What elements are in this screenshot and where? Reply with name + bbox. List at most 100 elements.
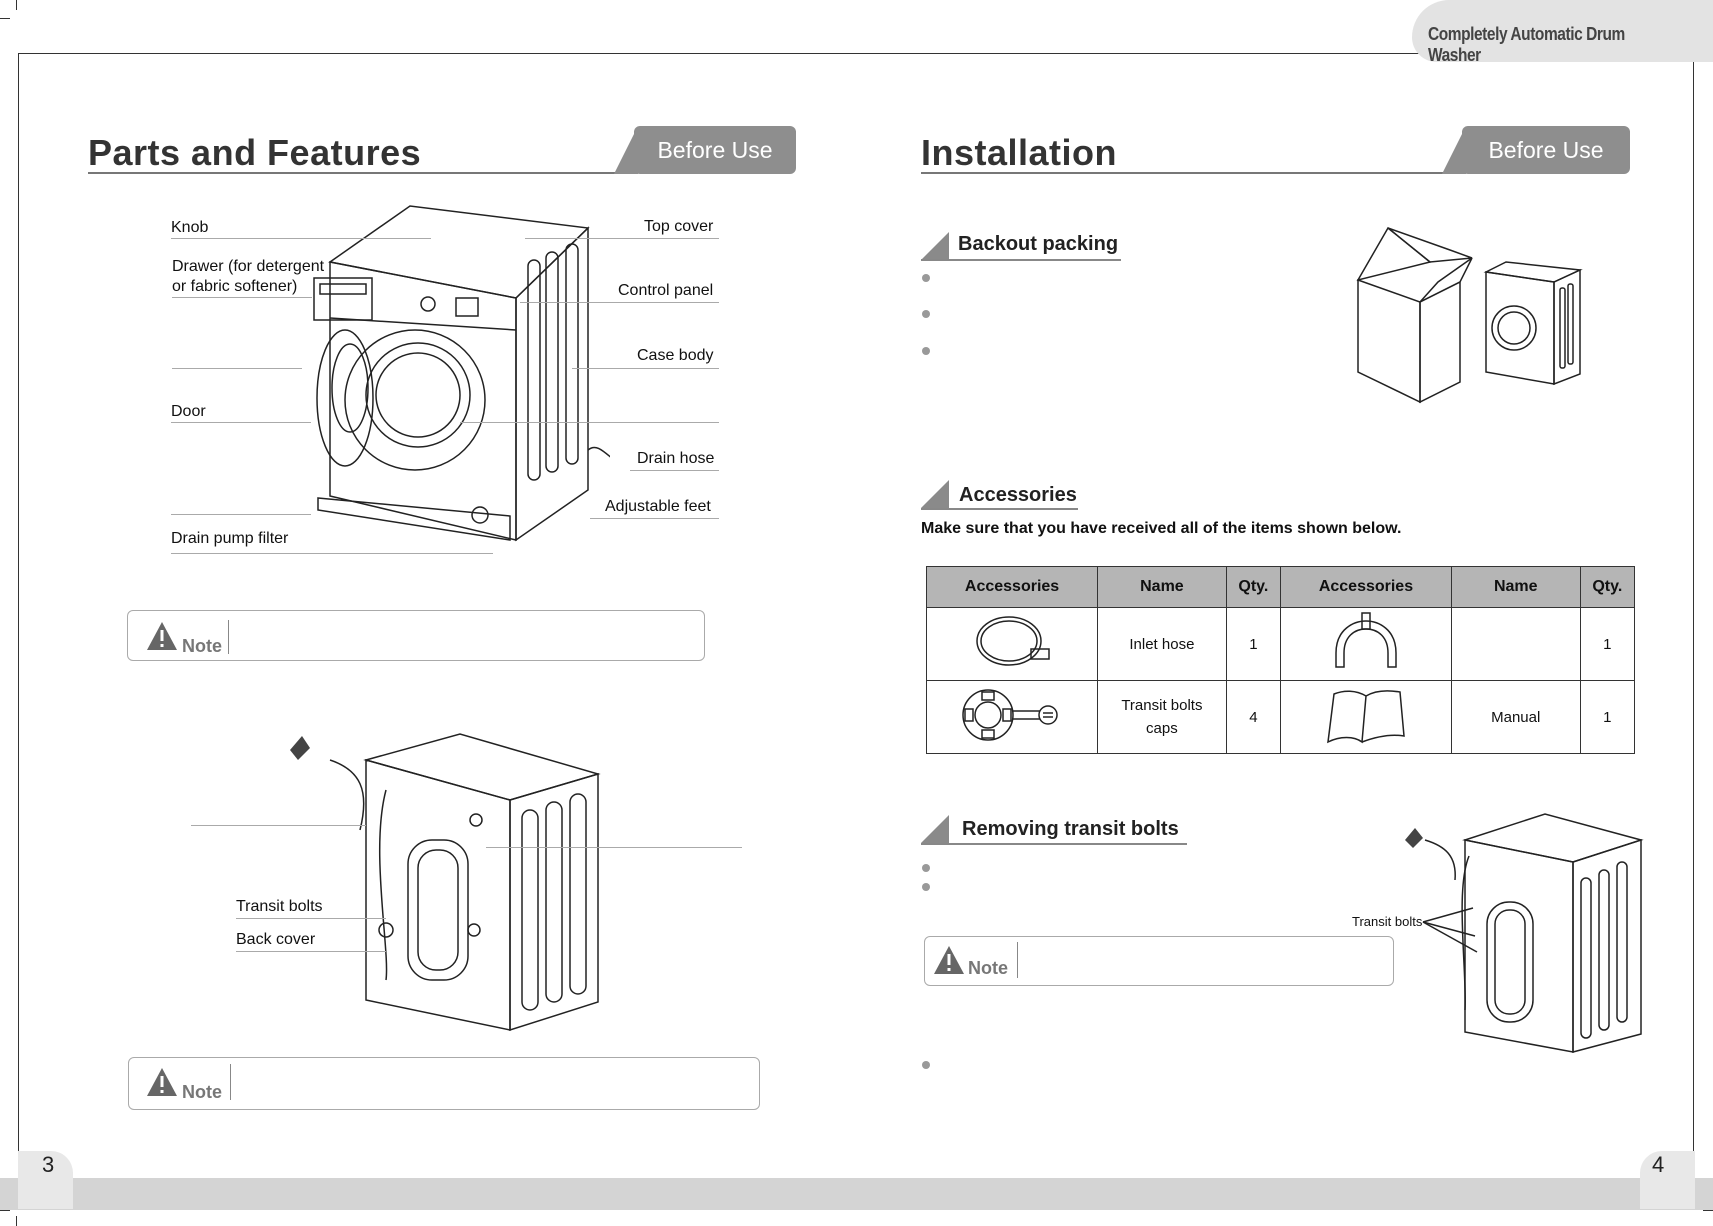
leader-line xyxy=(236,951,386,952)
washer-back-illustration xyxy=(290,733,601,1032)
title-rule xyxy=(921,172,1451,174)
product-title: Completely Automatic Drum Washer xyxy=(1428,24,1625,65)
page-number-right: 4 xyxy=(1652,1152,1665,1177)
leader-line xyxy=(172,368,302,369)
note-label: Note xyxy=(182,1082,222,1102)
label-knob: Knob xyxy=(171,219,209,236)
page-number-left: 3 xyxy=(42,1152,55,1177)
crop-mark xyxy=(16,0,17,10)
box-and-washer-illustration xyxy=(1356,226,1583,404)
label-back-cover: Back cover xyxy=(236,931,316,948)
header-tab xyxy=(1412,0,1713,62)
note-label: Note xyxy=(968,958,1008,978)
note-box xyxy=(128,1057,760,1110)
leader-line xyxy=(486,847,742,848)
transit-bolt-cap-icon xyxy=(962,689,1058,741)
leader-line xyxy=(171,238,431,239)
leader-line xyxy=(525,238,719,239)
note-box xyxy=(127,610,705,661)
section-rule xyxy=(921,508,1078,510)
label-transit-bolts-right: Transit bolts xyxy=(1352,914,1423,929)
page-number-box xyxy=(18,1151,73,1209)
column-header: Qty. xyxy=(1225,566,1282,608)
note-box xyxy=(924,936,1394,986)
accessory-image-cell xyxy=(925,680,1099,754)
leader-line xyxy=(460,422,719,423)
accessory-qty: 1 xyxy=(1579,607,1636,681)
section-triangle xyxy=(921,232,949,260)
section-rule xyxy=(921,843,1187,845)
bullet xyxy=(922,310,930,318)
accessory-image-cell xyxy=(1280,607,1452,681)
bullet xyxy=(922,274,930,282)
accessory-image-cell xyxy=(925,607,1099,681)
column-header: Name xyxy=(1097,566,1227,608)
inlet-hose-icon xyxy=(976,616,1050,666)
crop-mark xyxy=(16,1216,17,1226)
bullet xyxy=(922,883,930,891)
page-title: Parts and Features xyxy=(88,132,422,173)
section-triangle xyxy=(921,480,949,508)
label-drain-hose: Drain hose xyxy=(637,450,715,467)
leader-line xyxy=(520,302,719,303)
label-adjustable-feet: Adjustable feet xyxy=(605,498,711,515)
crop-mark xyxy=(0,1210,10,1211)
column-header: Accessories xyxy=(1280,566,1452,608)
title-rule xyxy=(88,172,628,174)
accessory-qty: 4 xyxy=(1225,680,1282,754)
crop-mark xyxy=(1703,1210,1713,1211)
section-tab: Before Use xyxy=(1442,126,1630,174)
section-title-backout: Backout packing xyxy=(958,233,1119,255)
bullet xyxy=(922,1061,930,1069)
table-header-row: Accessories Name Qty. Accessories Name Q… xyxy=(925,566,1636,608)
column-header: Name xyxy=(1450,566,1581,608)
accessory-image-cell xyxy=(1280,680,1452,754)
page-number-box xyxy=(1640,1151,1695,1209)
washer-back-transit-illustration xyxy=(1405,813,1644,1053)
washer-front-illustration xyxy=(313,205,610,542)
note-separator xyxy=(1017,942,1018,978)
accessory-name-line: caps xyxy=(1146,720,1178,737)
leader-line xyxy=(630,470,719,471)
section-tab: Before Use xyxy=(614,126,796,174)
label-top-cover: Top cover xyxy=(644,218,714,235)
label-control-panel: Control panel xyxy=(618,282,714,299)
footer-bar xyxy=(0,1178,1713,1210)
accessory-name: Inlet hose xyxy=(1097,607,1227,681)
leader-line xyxy=(171,514,311,515)
note-label: Note xyxy=(182,636,222,656)
table-row: Transit bolts caps 4 Manual 1 xyxy=(925,680,1636,754)
section-rule xyxy=(921,259,1121,261)
accessories-table: Accessories Name Qty. Accessories Name Q… xyxy=(925,566,1636,754)
section-title-removing: Removing transit bolts xyxy=(962,818,1179,840)
label-door: Door xyxy=(171,403,206,420)
label-transit-bolts: Transit bolts xyxy=(236,898,323,915)
accessory-name-line: Transit bolts xyxy=(1121,697,1203,714)
manual-book-icon xyxy=(1327,690,1405,744)
leader-line xyxy=(172,297,312,298)
warning-icon xyxy=(934,946,964,974)
page-title: Installation xyxy=(921,132,1118,173)
label-drawer-1: Drawer (for detergent xyxy=(172,258,325,275)
column-header: Qty. xyxy=(1579,566,1636,608)
accessory-name: Transit bolts caps xyxy=(1097,680,1227,754)
accessory-name xyxy=(1450,607,1581,681)
bullet xyxy=(922,864,930,872)
leader-line xyxy=(572,368,719,369)
warning-icon xyxy=(147,1068,177,1096)
label-case-body: Case body xyxy=(637,347,714,364)
leader-line xyxy=(590,518,719,519)
leader-line xyxy=(171,422,311,423)
accessory-qty: 1 xyxy=(1225,607,1282,681)
table-row: Inlet hose 1 1 xyxy=(925,607,1636,681)
section-triangle xyxy=(921,815,949,843)
u-bend-hanger-icon xyxy=(1335,612,1397,668)
leader-line xyxy=(191,825,366,826)
note-separator xyxy=(230,1064,231,1100)
accessory-qty: 1 xyxy=(1579,680,1636,754)
bullet xyxy=(922,347,930,355)
accessories-instruction: Make sure that you have received all of … xyxy=(921,520,1402,537)
leader-line xyxy=(171,553,493,554)
label-drawer-2: or fabric softener) xyxy=(172,278,298,295)
warning-icon xyxy=(147,622,177,650)
